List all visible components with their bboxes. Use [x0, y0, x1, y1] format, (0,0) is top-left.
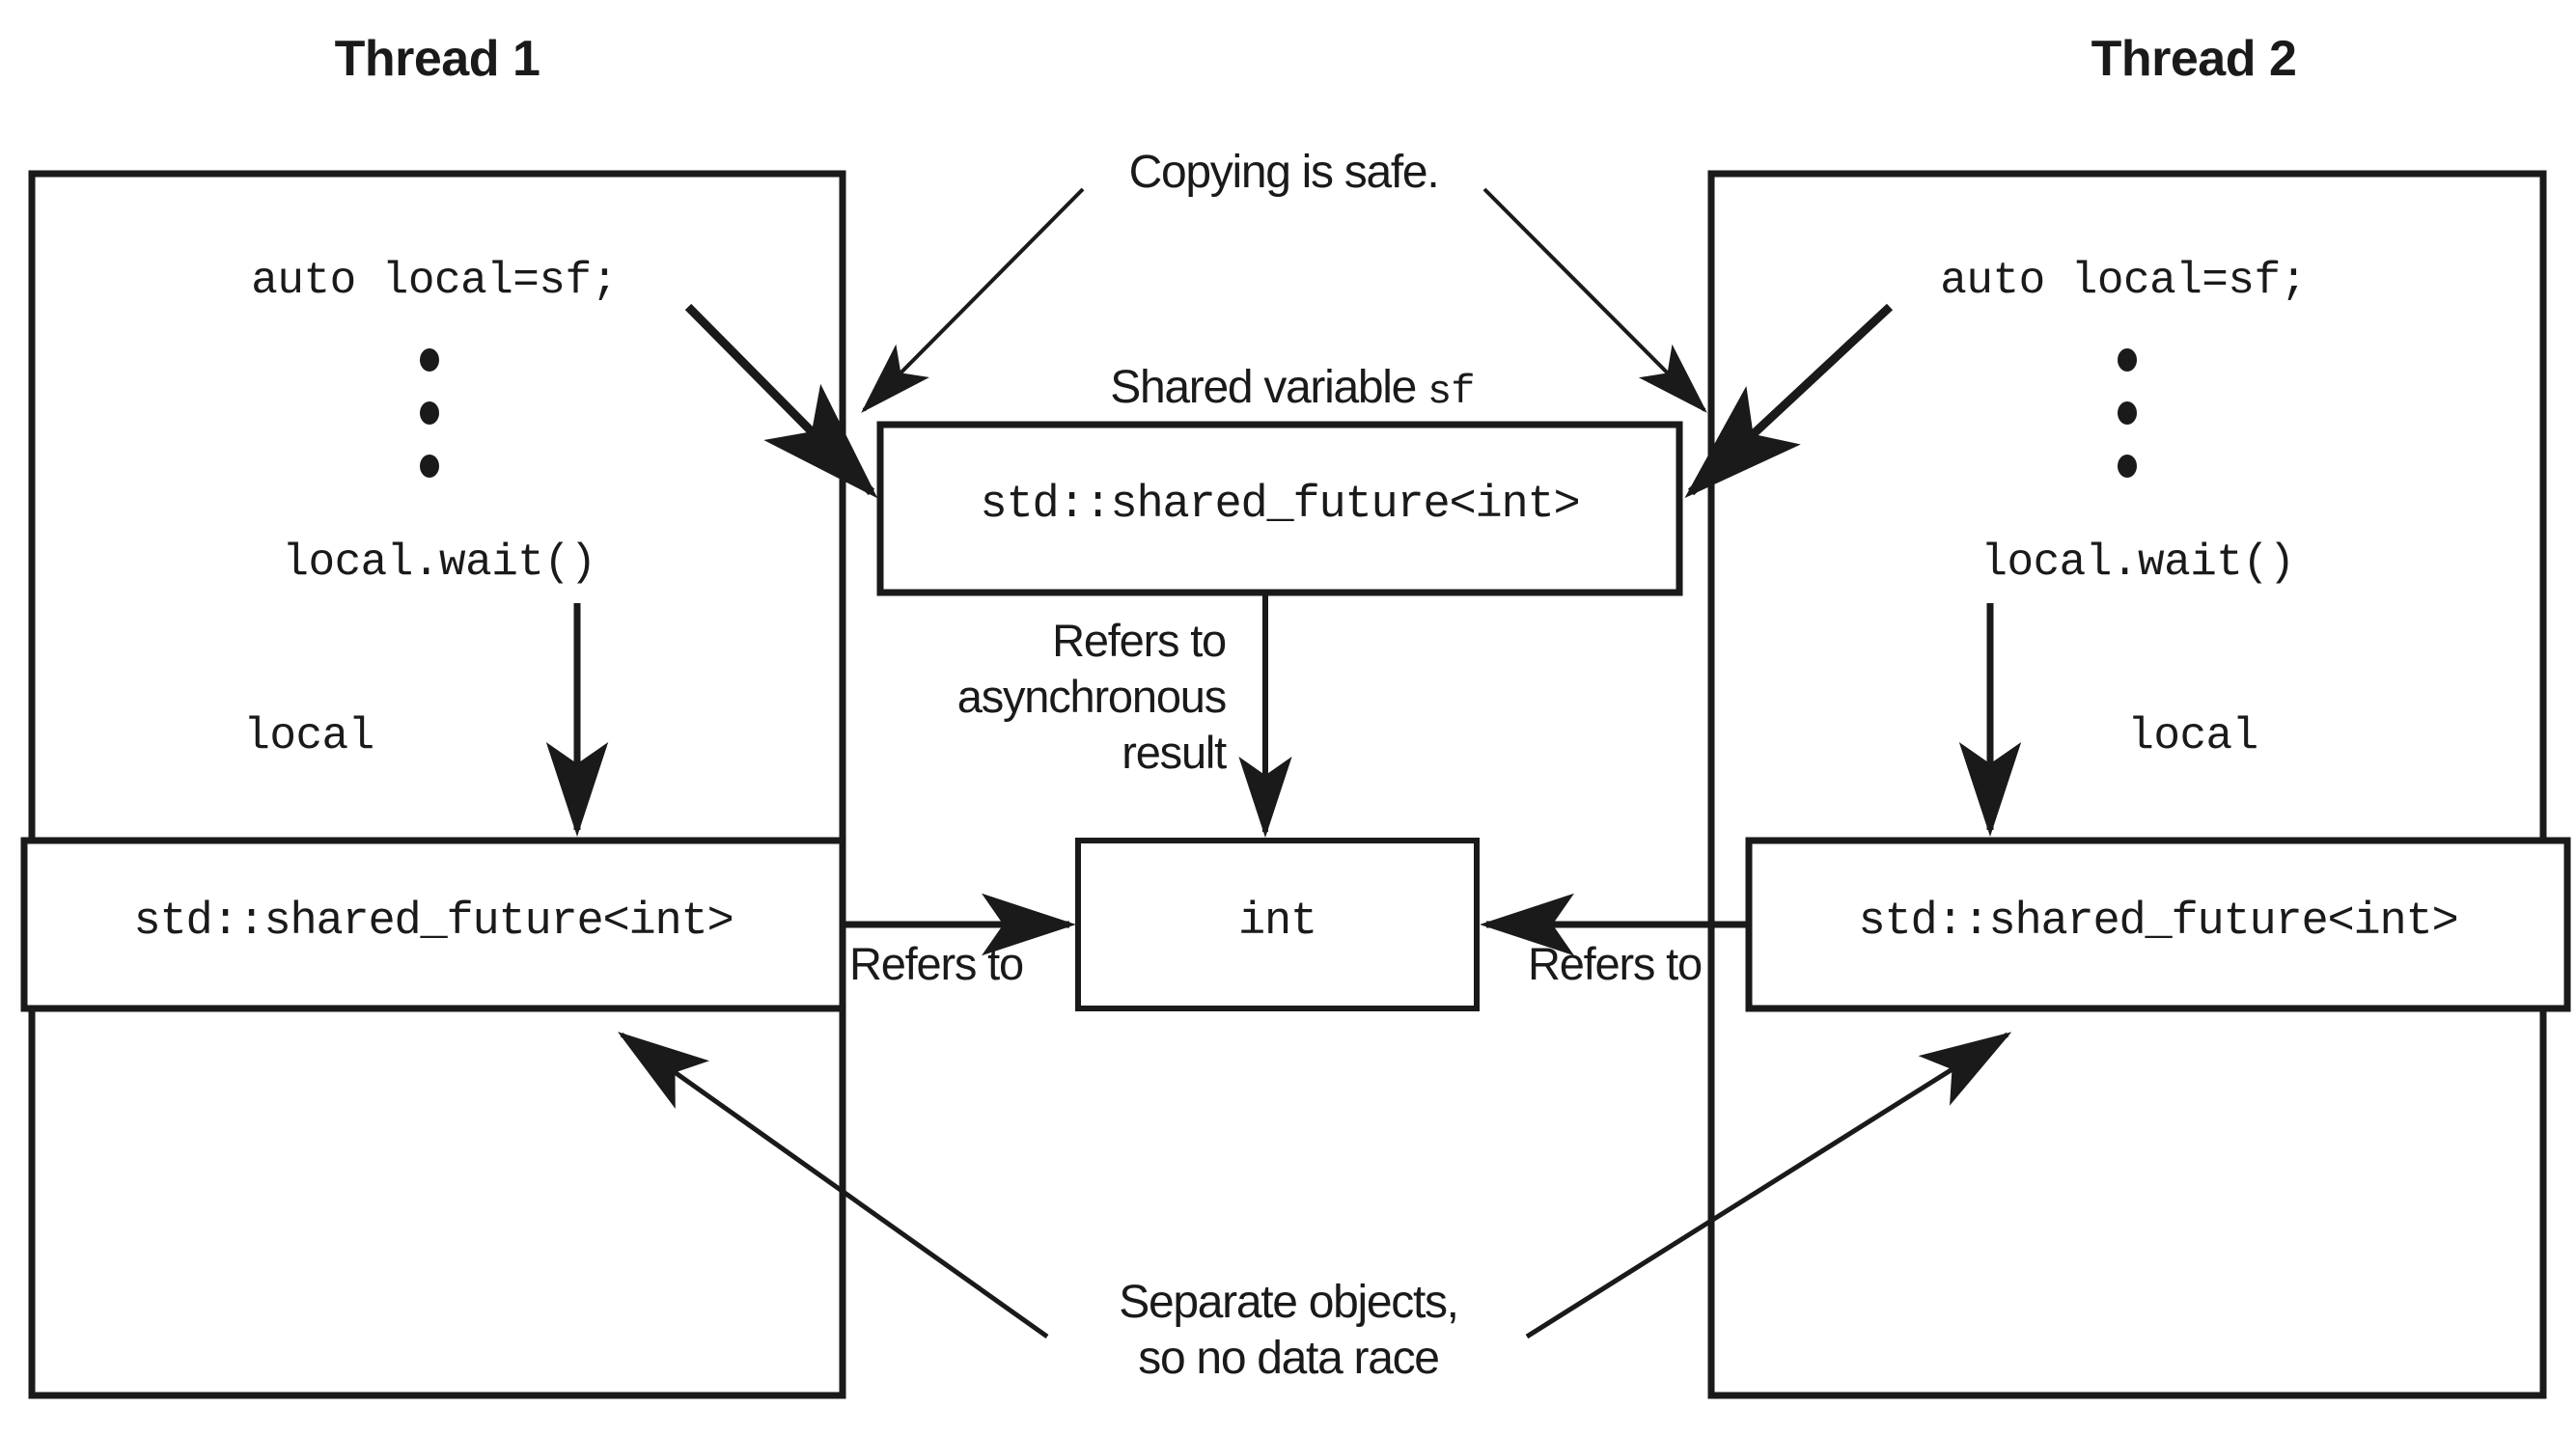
thread2-code-wait: local.wait(): [1980, 538, 2295, 588]
callout-copying-right: [1482, 187, 1707, 413]
arrow-thread1-copy-to-shared: [684, 303, 878, 499]
shared-variable-box-text: std::shared_future<int>: [980, 480, 1580, 531]
result-int-box-text: int: [1237, 897, 1317, 948]
thread2-code-copy: auto local=sf;: [1940, 256, 2307, 306]
thread2-local-box: [1745, 837, 2571, 1012]
callout-separate-objects-right: [1525, 1032, 2012, 1339]
shared-variable-box: [876, 421, 1683, 596]
shared-variable-caption: Shared variable sf: [984, 349, 1583, 428]
refers-async-line1: Refers to: [1052, 615, 1227, 666]
thread2-ellipsis-dots: [2118, 348, 2137, 478]
thread1-refers-to-label: Refers to: [849, 938, 1024, 989]
thread2-local-box-text: std::shared_future<int>: [1858, 897, 2458, 948]
refers-async-line3: result: [1122, 727, 1227, 778]
thread2-title: Thread 2: [2091, 31, 2297, 87]
thread1-local-box-text: std::shared_future<int>: [133, 897, 734, 948]
thread1-code-wait: local.wait(): [282, 538, 596, 588]
thread2-local-label: local: [2127, 711, 2258, 761]
shared-variable-caption-code: sf: [1427, 369, 1475, 416]
result-int-box: [1075, 838, 1480, 1011]
shared-variable-caption-text: Shared variable: [1110, 362, 1428, 414]
thread1-local-box: [20, 837, 846, 1012]
thread1-title: Thread 1: [334, 31, 540, 87]
thread1-code-copy: auto local=sf;: [251, 256, 618, 306]
thread2-refers-to-label: Refers to: [1528, 938, 1703, 989]
refers-async-line2: asynchronous: [956, 671, 1227, 722]
thread1-ellipsis-dots: [420, 348, 439, 478]
arrow-thread2-copy-to-shared: [1684, 303, 1894, 499]
thread1-container-box: [28, 170, 846, 1399]
copying-is-safe-note: Copying is safe.: [1128, 147, 1440, 198]
thread2-container-box: [1707, 170, 2547, 1399]
separate-objects-note-line1: Separate objects,: [1119, 1277, 1459, 1328]
callout-copying-left: [861, 187, 1085, 413]
callout-separate-objects-left: [617, 1032, 1049, 1339]
separate-objects-note-line2: so no data race: [1138, 1333, 1440, 1384]
thread1-local-label: local: [243, 711, 374, 761]
